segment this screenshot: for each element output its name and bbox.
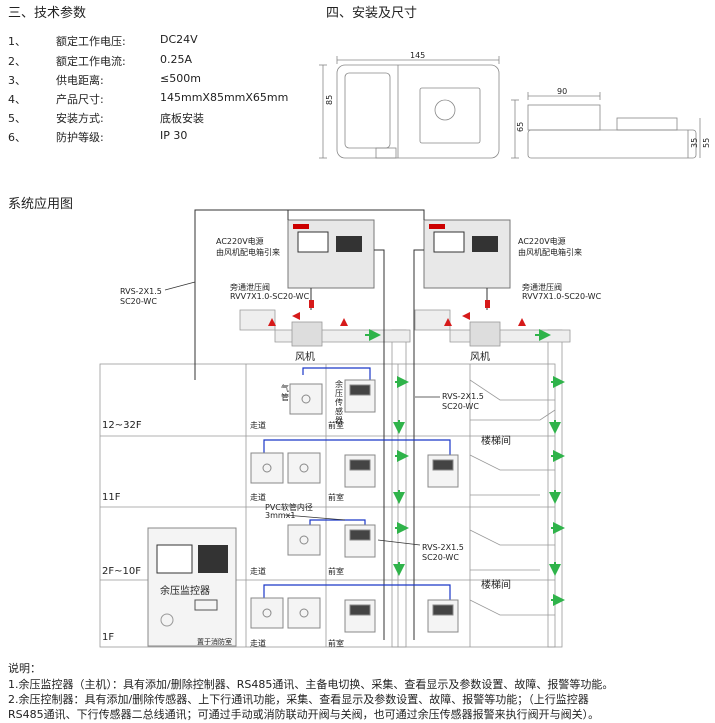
sensor-label: 余压传感器 [335,380,343,425]
stair-label: 楼梯间 [481,580,511,591]
corridor-label: 走道 [250,421,266,430]
fan-right-label: 风机 [470,352,490,363]
front-view-outline [336,64,500,159]
pressure-monitor-box [147,527,237,647]
system-diagram [99,209,571,648]
power-note-right-1: AC220V电源 [518,237,566,246]
spec-label: 产品尺寸: [56,93,104,106]
stair-label: 楼梯间 [481,436,511,447]
bypass-right-1: 旁通泄压阀 [522,283,562,292]
system-diagram-title: 系统应用图 [8,197,74,212]
power-note-right-2: 由风机配电箱引来 [518,248,582,257]
floor-1: 1F [102,632,115,643]
spec-value: IP 30 [160,129,188,142]
spec-value: DC24V [160,33,198,46]
spec-value: 底板安装 [160,112,204,125]
pvc-label-1: PVC软管内径 [265,503,313,512]
floor-2-10: 2F~10F [102,566,141,577]
monitor-label: 余压监控器 [160,586,210,597]
controller-left [287,219,375,289]
cable-label-mid-1: RVS-2X1.5 [442,392,484,401]
bypass-left-1: 旁通泄压阀 [230,283,270,292]
air-tube-label: 气管 [281,384,289,402]
front-room-label: 前室 [328,567,344,576]
power-note-left-1: AC220V电源 [216,237,264,246]
note-line-2: 2.余压控制器：具有添加/删除传感器、上下行通讯功能，采集、查看显示及参数设置、… [8,693,589,706]
install-size-title: 四、安装及尺寸 [326,6,418,21]
spec-label: 安装方式: [56,112,104,125]
floor-12-32: 12~32F [102,420,142,431]
spec-num: 4、 [8,93,26,106]
dimension-drawing [319,56,701,159]
bypass-left-2: RVV7X1.0-SC20-WC [230,292,310,301]
spec-label: 额定工作电流: [56,55,126,68]
spec-label: 额定工作电压: [56,35,126,48]
front-room-label: 前室 [328,421,344,430]
front-room-label: 前室 [328,639,344,648]
cable-label-low-1: RVS-2X1.5 [422,543,464,552]
floor-11: 11F [102,492,121,503]
corridor-label: 走道 [250,493,266,502]
spec-num: 1、 [8,35,26,48]
front-room-label: 前室 [328,493,344,502]
spec-num: 3、 [8,74,26,87]
note-line-3: RS485通讯、下行传感器二总线通讯；可通过手动或消防联动开阀与关阀，也可通过余… [8,708,600,721]
cable-label-2: SC20-WC [120,297,157,306]
spec-label: 供电距离: [56,74,104,87]
spec-num: 2、 [8,55,26,68]
tech-params-title: 三、技术参数 [8,6,87,21]
corridor-label: 走道 [250,567,266,576]
note-line-1: 1.余压监控器（主机）：具有添加/删除控制器、RS485通讯、主备电切换、采集、… [8,678,614,691]
dim-width: 145 [410,51,426,60]
cable-label-low-2: SC20-WC [422,553,459,562]
spec-num: 5、 [8,112,26,125]
monitor-room-label: 置于消防室 [197,638,232,646]
spec-value: 0.25A [160,53,193,66]
corridor-label: 走道 [250,639,266,648]
bypass-right-2: RVV7X1.0-SC20-WC [522,292,602,301]
controller-right [423,219,511,289]
cable-label-1: RVS-2X1.5 [120,287,162,296]
spec-value: ≤500m [160,72,201,85]
spec-num: 6、 [8,131,26,144]
pvc-label-2: 3mmx1 [265,511,296,520]
spec-label: 防护等级: [56,131,104,144]
fan-left-label: 风机 [295,352,315,363]
cable-label-mid-2: SC20-WC [442,402,479,411]
dim-top: 90 [557,87,568,96]
spec-value: 145mmX85mmX65mm [160,91,289,104]
notes-title: 说明： [8,662,41,675]
power-note-left-2: 由风机配电箱引来 [216,248,280,257]
